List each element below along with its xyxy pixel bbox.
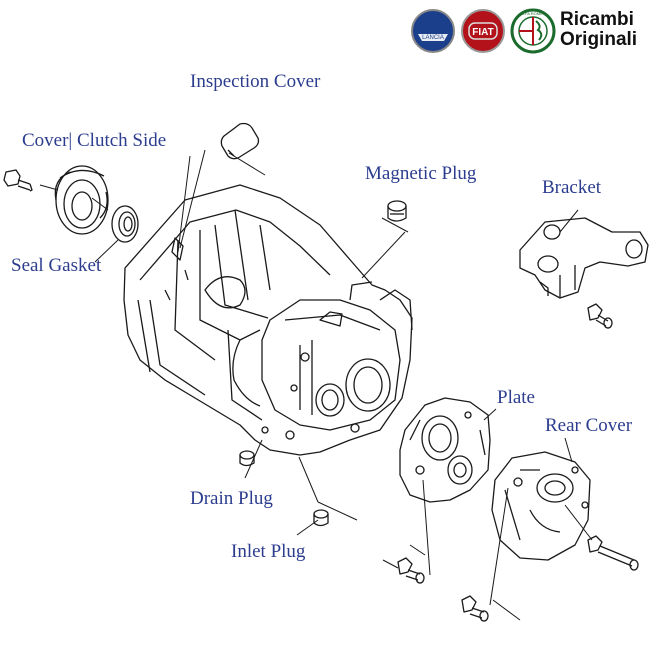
bracket-part	[519, 217, 649, 299]
inlet-plug-part	[313, 509, 329, 527]
fiat-logo: FIAT	[461, 9, 505, 53]
svg-text:ALFA ROMEO: ALFA ROMEO	[520, 11, 546, 16]
label-inlet-plug: Inlet Plug	[231, 541, 306, 562]
rear-cover-bolt	[587, 535, 639, 571]
gearbox-housing	[123, 184, 413, 456]
alfa-romeo-logo: ALFA ROMEO	[510, 8, 556, 54]
bolt-left	[3, 169, 33, 192]
lancia-logo: LANCIA	[411, 9, 455, 53]
label-plate: Plate	[497, 387, 535, 408]
brand-line-1: Ricambi	[560, 9, 634, 30]
leader-lines	[39, 149, 593, 621]
plate-bolt	[397, 557, 425, 584]
seal-gasket-part	[111, 205, 139, 243]
svg-text:LANCIA: LANCIA	[422, 35, 444, 41]
rear-cover-lower-bolt	[461, 595, 489, 622]
label-bracket: Bracket	[542, 177, 602, 198]
bracket-bolt	[587, 303, 613, 329]
label-rear-cover: Rear Cover	[545, 415, 633, 436]
brand-line-2: Originali	[560, 29, 638, 50]
cover-clutch-side-part	[54, 165, 109, 235]
plate-part	[399, 397, 491, 503]
label-magnetic-plug: Magnetic Plug	[365, 163, 477, 184]
ricambi-originali-title: Ricambi Originali	[560, 10, 637, 50]
label-drain-plug: Drain Plug	[190, 488, 273, 509]
drain-plug-part	[239, 450, 255, 467]
magnetic-plug-part	[387, 200, 407, 222]
label-inspection-cover: Inspection Cover	[190, 71, 321, 92]
label-cover-clutch-side: Cover| Clutch Side	[22, 130, 167, 151]
inspection-cover-part	[220, 122, 260, 160]
svg-text:FIAT: FIAT	[472, 27, 493, 38]
label-seal-gasket: Seal Gasket	[11, 255, 102, 276]
rear-cover-part	[491, 451, 591, 561]
